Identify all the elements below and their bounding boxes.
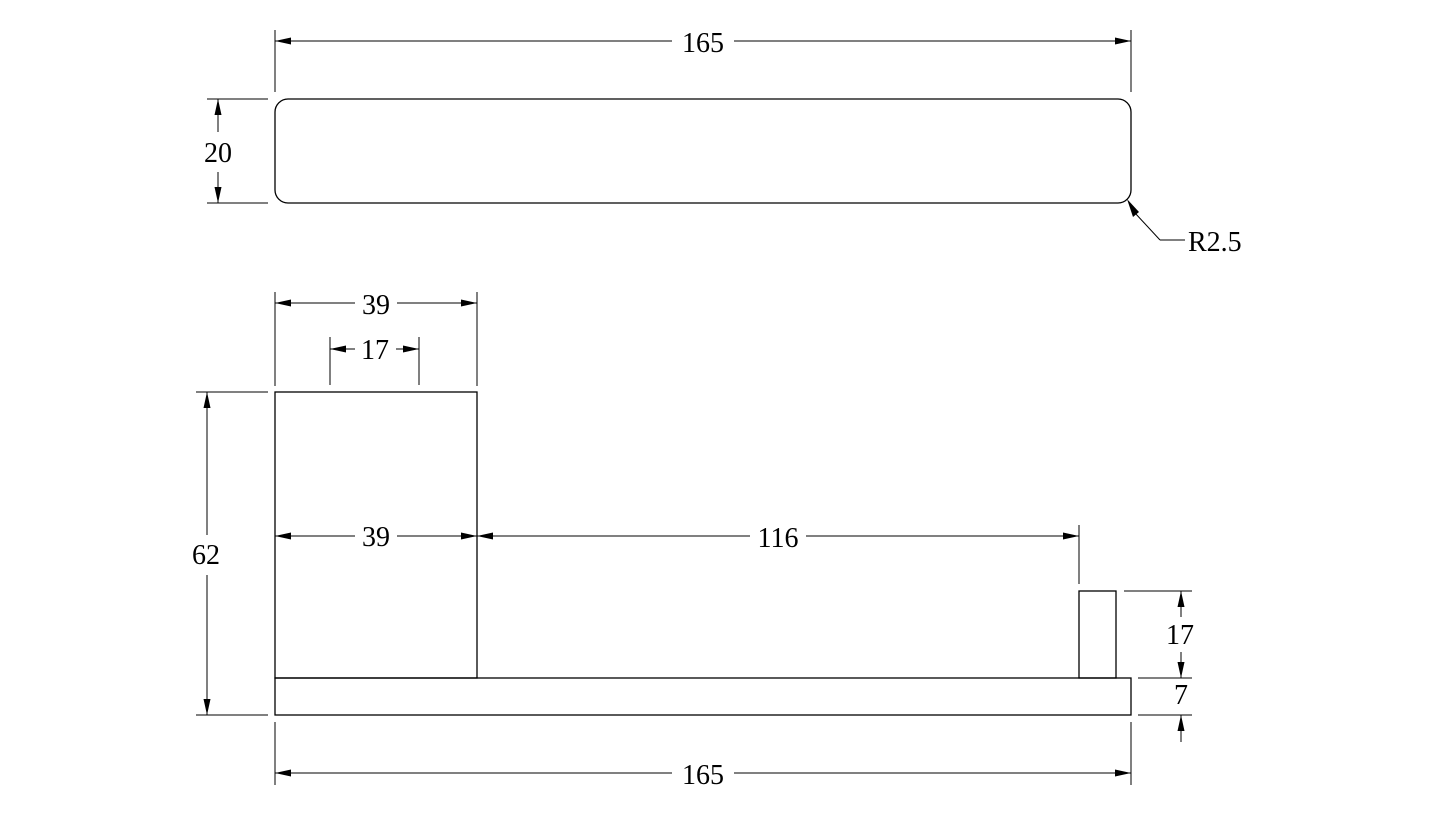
dim-label-165-top: 165 <box>682 28 724 59</box>
dim-label-39-mid: 39 <box>362 522 390 553</box>
arrowhead <box>1115 37 1131 45</box>
dim-label-165-bottom: 165 <box>682 760 724 791</box>
arrowhead <box>203 699 211 715</box>
arrowhead <box>275 769 291 777</box>
dim-total-height: 62 <box>192 391 268 716</box>
arrowhead <box>1177 591 1185 607</box>
arrowhead <box>477 532 493 540</box>
dim-base-length: 165 <box>274 722 1132 791</box>
dim-block-width-top: 39 <box>274 290 478 386</box>
arrowhead <box>275 37 291 45</box>
dim-tab-height: 17 <box>1124 590 1194 679</box>
top-view-outline <box>274 98 1132 204</box>
dim-base-thickness: 7 <box>1138 680 1192 742</box>
arrowhead <box>1177 715 1185 731</box>
arrowhead <box>275 299 291 307</box>
dim-label-62: 62 <box>192 540 220 571</box>
dim-slot-width: 17 <box>329 335 420 385</box>
dim-top-length: 165 <box>274 28 1132 92</box>
arrowhead <box>203 392 211 408</box>
arrowhead <box>461 532 477 540</box>
dim-label-17-tab: 17 <box>1166 620 1194 651</box>
arrowhead <box>1063 532 1079 540</box>
dim-top-width: 20 <box>204 98 268 204</box>
dim-label-39-top: 39 <box>362 290 390 321</box>
dim-label-17-slot: 17 <box>361 335 389 366</box>
dim-label-7: 7 <box>1174 680 1188 711</box>
arrowhead <box>403 345 419 353</box>
leader-line <box>1134 212 1161 241</box>
dim-label-116: 116 <box>758 523 799 554</box>
arrowhead <box>1127 199 1139 217</box>
arrowhead <box>275 532 291 540</box>
dim-label-20: 20 <box>204 138 232 169</box>
radius-leader: R2.5 <box>1127 199 1242 258</box>
end-tab <box>1078 590 1117 679</box>
dim-span: 116 <box>477 523 1080 584</box>
arrowhead <box>461 299 477 307</box>
arrowhead <box>1177 662 1185 678</box>
arrowhead <box>1115 769 1131 777</box>
front-view: 39 17 39 116 <box>192 290 1194 791</box>
dim-label-r2-5: R2.5 <box>1188 227 1242 258</box>
arrowhead <box>214 187 222 203</box>
top-view: 165 20 R2.5 <box>204 28 1242 258</box>
arrowhead <box>330 345 346 353</box>
arrowhead <box>214 99 222 115</box>
base-plate <box>274 677 1132 716</box>
dim-block-width-mid: 39 <box>275 522 477 553</box>
upright-block <box>274 391 478 679</box>
